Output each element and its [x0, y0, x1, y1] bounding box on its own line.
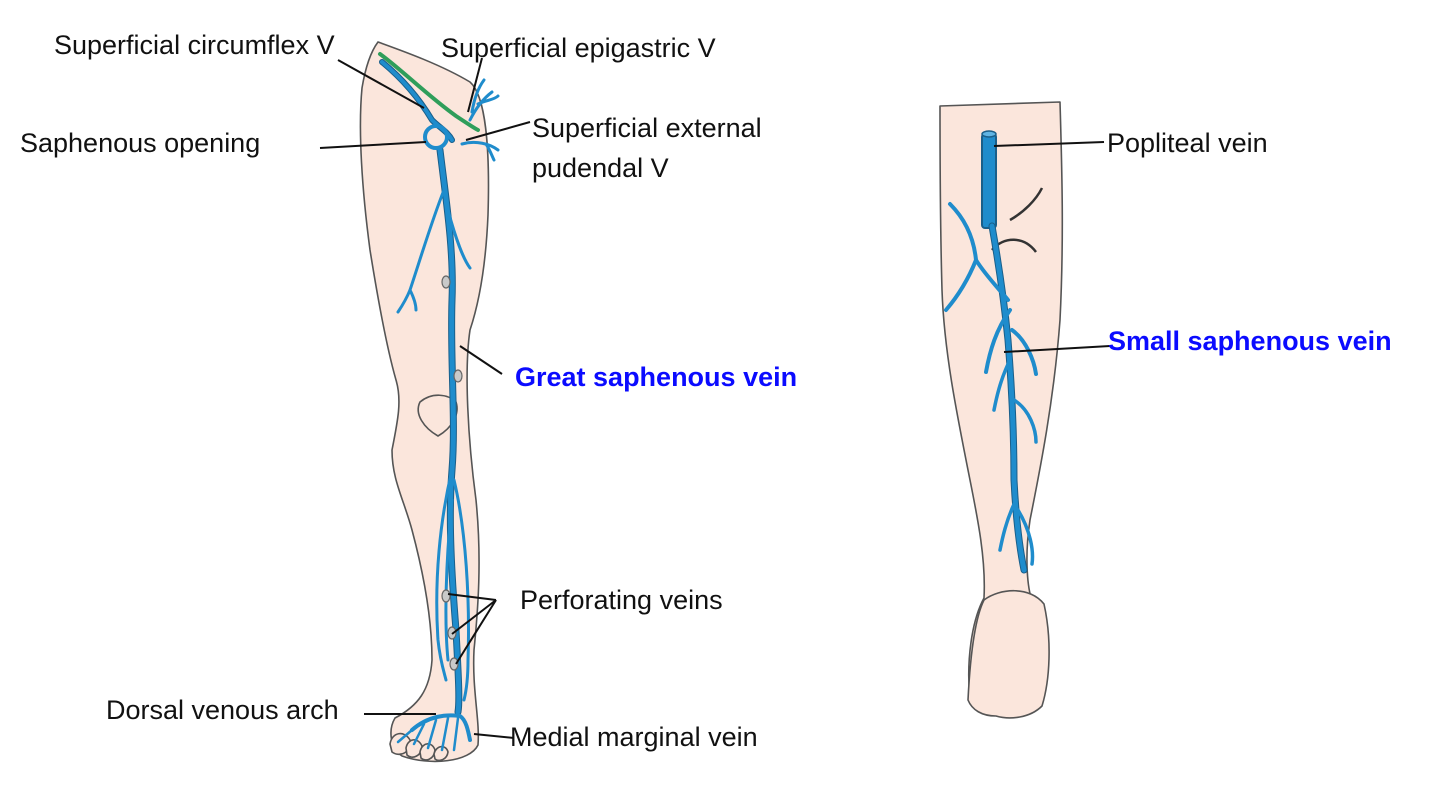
label-perforating: Perforating veins: [520, 585, 723, 615]
label-popliteal: Popliteal vein: [1107, 128, 1268, 158]
leader-superficial-external-pudendal: [465, 121, 531, 141]
superficial-circumflex-vein: [378, 52, 480, 132]
leader-medial-marginal: [473, 733, 515, 739]
leader-small-saphenous: [1003, 345, 1111, 353]
label-superficial-epigastric: Superficial epigastric V: [441, 33, 716, 63]
leader-popliteal: [993, 141, 1105, 147]
label-great-saphenous: Great saphenous vein: [515, 362, 797, 392]
popliteal-vein: [981, 133, 997, 229]
label-dorsal-venous-arch: Dorsal venous arch: [106, 695, 339, 725]
label-superficial-external-pudendal-2: pudendal V: [532, 153, 669, 183]
leader-perforating-3: [455, 599, 497, 665]
leader-great-saphenous: [459, 345, 503, 375]
saphenous-opening-ring: [423, 124, 449, 150]
label-saphenous-opening: Saphenous opening: [20, 128, 260, 158]
posterior-leg-view: [939, 101, 1064, 719]
label-small-saphenous: Small saphenous vein: [1108, 326, 1392, 356]
label-superficial-external-pudendal-1: Superficial external: [532, 113, 762, 143]
label-superficial-circumflex: Superficial circumflex V: [54, 30, 335, 60]
leader-lines: [319, 57, 1111, 739]
leader-saphenous-opening: [319, 141, 427, 149]
labels: Superficial circumflex V Superficial epi…: [20, 30, 1392, 752]
leader-perforating-1: [447, 593, 497, 601]
leader-superficial-circumflex: [337, 59, 425, 109]
posterior-foot: [967, 590, 1050, 719]
label-medial-marginal: Medial marginal vein: [510, 722, 758, 752]
front-leg-view: [359, 41, 500, 763]
popliteal-crease-upper: [1009, 187, 1044, 222]
leader-superficial-epigastric: [467, 57, 483, 113]
front-toes: [389, 732, 449, 762]
leader-perforating-2: [451, 599, 497, 635]
